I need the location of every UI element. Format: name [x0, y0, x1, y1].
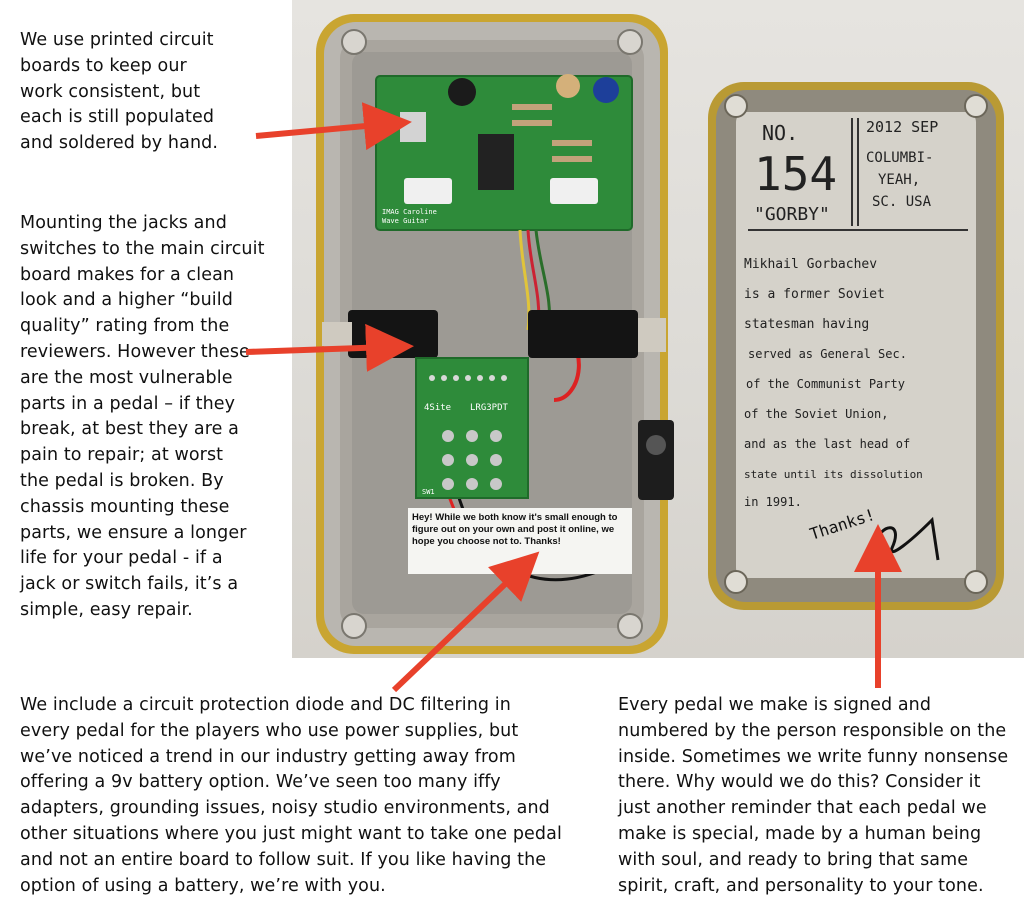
lid-name: "GORBY"	[754, 204, 830, 225]
main-pcb: IMAG Caroline Wave Guitar	[375, 74, 633, 231]
jacks-caption: Mounting the jacks and switches to the m…	[20, 213, 265, 620]
lid-place-1: COLUMBI-	[866, 150, 933, 166]
dc-jack	[638, 420, 674, 500]
lid-number: 154	[754, 147, 837, 201]
lid-note-line: served as General Sec.	[748, 347, 907, 361]
board-label-lrg3pdt: LRG3PDT	[470, 403, 509, 413]
lid-date: 2012 SEP	[866, 118, 938, 136]
lid-note-line: of the Communist Party	[746, 377, 905, 391]
pcb-top-label: IMAG Caroline Wave Guitar	[382, 208, 441, 225]
lid-note-line: in 1991.	[744, 495, 802, 509]
lid-note-line: and as the last head of	[744, 437, 910, 451]
lid-place-2: YEAH,	[878, 172, 920, 188]
lid-note-line: of the Soviet Union,	[744, 407, 889, 421]
lid-note-line: Mikhail Gorbachev	[744, 257, 877, 272]
lid-note-line: statesman having	[744, 317, 869, 332]
diode-caption: We include a circuit protection diode an…	[20, 695, 562, 896]
pcb-caption: We use printed circuit boards to keep ou…	[20, 30, 219, 154]
footswitch-board: 4Site LRG3PDT SW1	[415, 357, 529, 499]
signed-caption: Every pedal we make is signed and number…	[618, 695, 1009, 896]
board-label-4site: 4Site	[424, 403, 451, 413]
lid-note-line: is a former Soviet	[744, 287, 885, 302]
warning-sticker: Hey! While we both know it's small enoug…	[408, 508, 632, 574]
lid-place-3: SC. USA	[872, 194, 932, 210]
output-jack	[528, 310, 666, 358]
pedal-illustration: IMAG Caroline Wave Guitar 4Site LR	[316, 14, 1004, 654]
pedal-photo: IMAG Caroline Wave Guitar 4Site LR	[292, 0, 1024, 658]
lid-note-line: state until its dissolution	[744, 468, 923, 481]
enclosure-lid: NO. 154 "GORBY" 2012 SEP COLUMBI- YEAH, …	[708, 82, 1004, 610]
sticker-text: Hey! While we both know it's small enoug…	[412, 512, 618, 547]
board-label-sw1: SW1	[422, 488, 435, 496]
lid-number-label: NO.	[762, 121, 798, 145]
